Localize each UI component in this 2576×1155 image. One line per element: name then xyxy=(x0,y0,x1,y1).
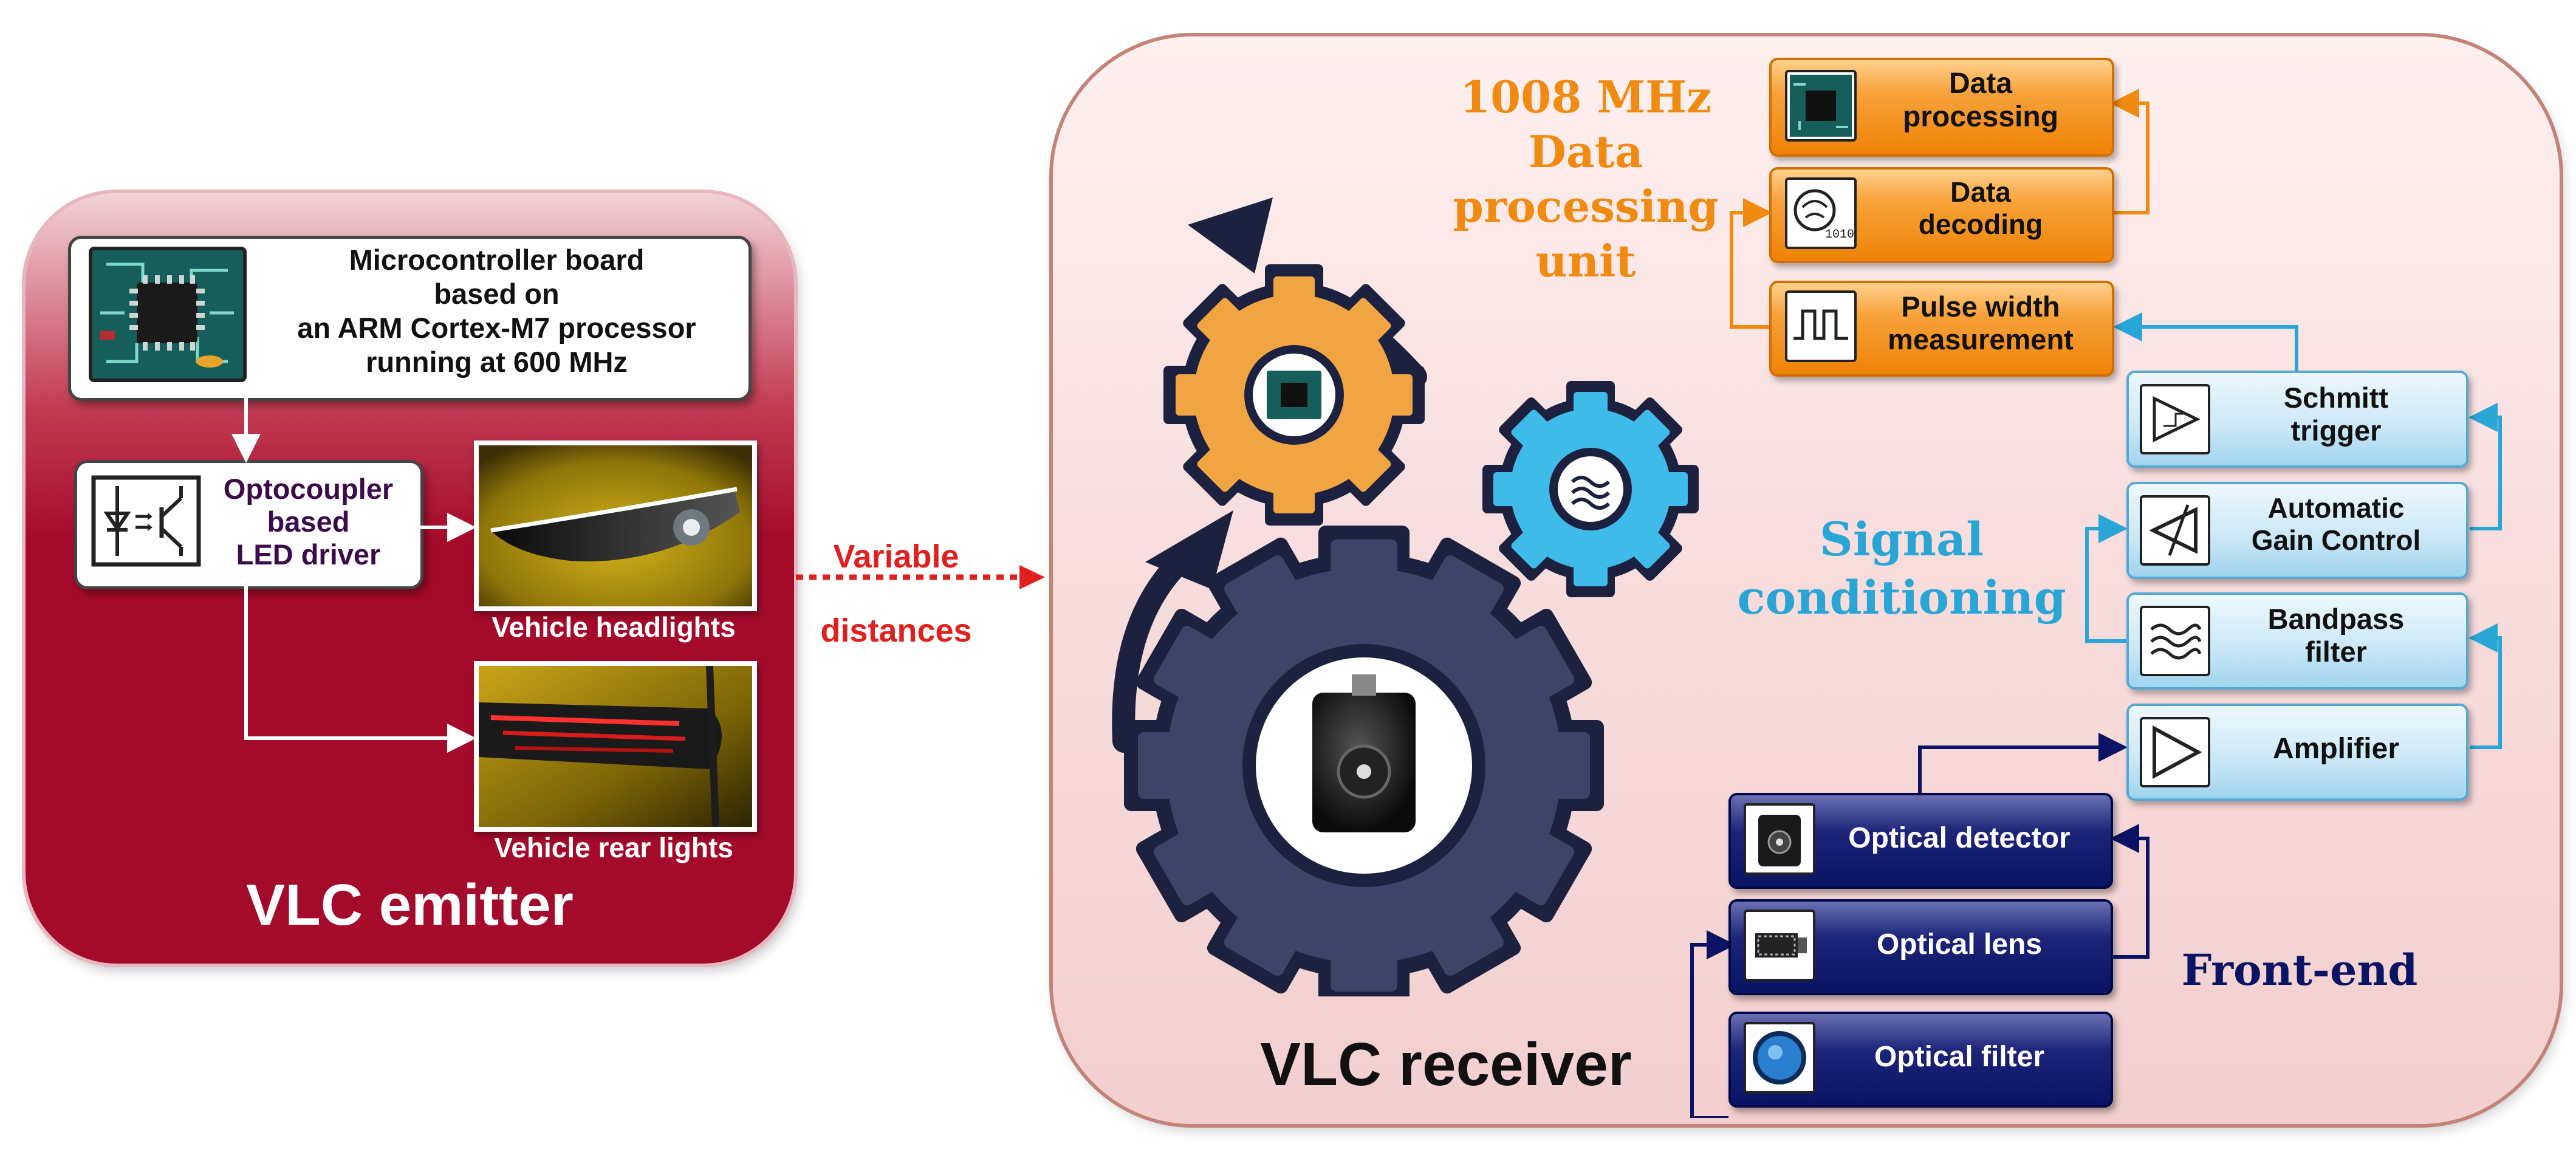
pulse-waveform-icon xyxy=(1785,290,1857,362)
gears-illustration xyxy=(1112,197,1699,996)
optical-filter-label: Optical filter xyxy=(1874,1041,2045,1073)
detector-camera-icon xyxy=(1744,803,1815,875)
vehicle-headlight-photo xyxy=(474,440,757,611)
emitter-connectors xyxy=(231,395,476,753)
amplifier-icon xyxy=(2140,717,2210,787)
processing-heading-line-4: unit xyxy=(1535,235,1636,287)
schmitt-line-1: Schmitt xyxy=(2283,382,2389,414)
bandpass-line-1: Bandpass xyxy=(2267,603,2405,635)
signal-heading-line-2: conditioning xyxy=(1737,571,2066,625)
microcontroller-board-icon xyxy=(88,246,247,383)
processing-heading-line-1: 1008 MHz xyxy=(1459,71,1712,123)
processing-heading-line-3: processing xyxy=(1453,180,1719,232)
headlights-label: Vehicle headlights xyxy=(492,611,736,643)
vehicle-rearlight-photo xyxy=(474,661,757,832)
link-label-line-1: Variable xyxy=(833,538,959,575)
data-processing-line-1: Data xyxy=(1948,67,2013,100)
schmitt-trigger-icon xyxy=(2140,384,2210,454)
decoding-brain-icon: 1010 xyxy=(1785,177,1857,249)
signal-heading-line-1: Signal xyxy=(1819,512,1984,566)
schmitt-line-2: trigger xyxy=(2290,414,2382,447)
receiver-connectors xyxy=(1690,89,2502,1118)
bandpass-filter-icon xyxy=(2140,606,2210,676)
mcu-line-3: an ARM Cortex-M7 processor xyxy=(297,312,696,344)
optocoupler-icon xyxy=(90,474,202,568)
link-arrow xyxy=(796,565,1045,589)
pulse-width-line-2: measurement xyxy=(1888,323,2074,356)
optical-lens-label: Optical lens xyxy=(1876,928,2043,961)
data-decoding-line-2: decoding xyxy=(1918,208,2043,240)
mcu-line-2: based on xyxy=(434,278,560,310)
agc-icon xyxy=(2140,495,2210,566)
driver-line-3: LED driver xyxy=(236,538,381,571)
receiver-title: VLC receiver xyxy=(1260,1030,1632,1098)
agc-line-1: Automatic xyxy=(2267,492,2405,524)
amplifier-label: Amplifier xyxy=(2272,733,2400,765)
svg-text:1010: 1010 xyxy=(1825,228,1854,242)
rearlights-label: Vehicle rear lights xyxy=(494,832,733,863)
emitter-title: VLC emitter xyxy=(246,872,574,937)
agc-line-2: Gain Control xyxy=(2251,524,2421,556)
lens-icon xyxy=(1744,910,1815,981)
bandpass-line-2: filter xyxy=(2305,636,2367,668)
filter-disc-icon xyxy=(1744,1022,1815,1094)
mcu-line-1: Microcontroller board xyxy=(349,244,645,276)
processing-heading-line-2: Data xyxy=(1528,126,1643,177)
driver-line-1: Optocoupler xyxy=(223,473,394,505)
link-label-line-2: distances xyxy=(820,612,972,649)
pulse-width-line-1: Pulse width xyxy=(1901,290,2060,323)
frontend-heading: Front-end xyxy=(2181,945,2418,995)
data-decoding-line-1: Data xyxy=(1950,176,2011,208)
driver-line-2: based xyxy=(267,506,350,538)
optical-detector-label: Optical detector xyxy=(1848,822,2071,854)
mcu-line-4: running at 600 MHz xyxy=(366,346,628,378)
processor-chip-icon xyxy=(1785,70,1857,142)
data-processing-line-2: processing xyxy=(1902,101,2059,134)
